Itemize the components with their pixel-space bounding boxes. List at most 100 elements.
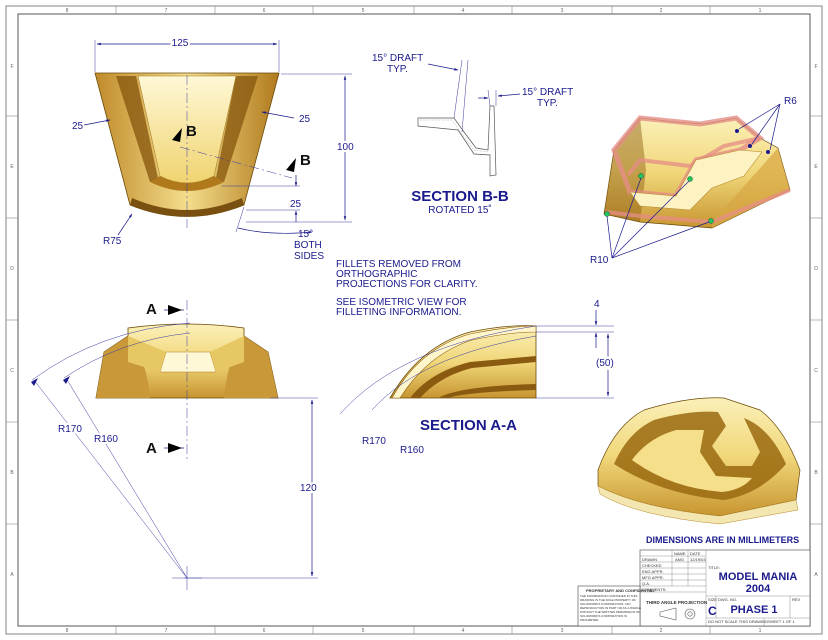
section-arrow-a-lower	[168, 443, 182, 453]
draft-left-line1: 15° DRAFT	[372, 53, 423, 64]
tb-dwg-no: PHASE 1	[730, 604, 777, 616]
dim-wall-left: 25	[72, 121, 84, 132]
section-bb-subtitle: ROTATED 15˚	[428, 204, 492, 216]
iso-top-point	[604, 211, 610, 217]
tb-prop-1: THE INFORMATION CONTAINED IN THIS	[580, 594, 637, 598]
top-view-lower-band	[130, 198, 244, 217]
title-block: DIMENSIONS ARE IN MILLIMETERS NAME DATE …	[577, 535, 811, 627]
tb-prop-5: WITHOUT THE WRITTEN PERMISSION OF	[580, 610, 640, 614]
tb-title-1: MODEL MANIA	[719, 571, 798, 583]
col-label-top: 6	[263, 8, 266, 14]
col-label-top: 5	[362, 8, 365, 14]
col-label-bottom: 4	[462, 628, 465, 634]
front-view-opening	[159, 351, 217, 373]
note-line5: FILLETING INFORMATION.	[336, 307, 461, 318]
tb-prop-6: SOLIDWORKS CORPORATION IS	[580, 614, 627, 618]
iso-top-point	[708, 218, 714, 224]
row-label-right: D	[814, 266, 818, 272]
note-line3: PROJECTIONS FOR CLARITY.	[336, 279, 478, 290]
iso-label-r6: R6	[784, 96, 797, 107]
tb-row-qa: Q.A.	[642, 581, 650, 586]
sheet-border: 8 7 6 5 4 3 2 1 8 7 6 5 4 3 2 1 F E D C …	[5, 5, 823, 635]
dim-r160-aa: R160	[400, 445, 424, 456]
iso-top-point	[735, 129, 739, 133]
section-label-b-lower: B	[300, 152, 311, 169]
projection-symbol	[687, 611, 693, 617]
col-label-bottom: 1	[759, 628, 762, 634]
dim-width: 125	[172, 38, 189, 49]
dim-r170-aa: R170	[362, 436, 386, 447]
tb-size-label: SIZE	[708, 597, 717, 602]
tb-title-2: 2004	[746, 583, 771, 595]
section-arrow-b-upper	[172, 128, 182, 142]
tb-sheet: SHEET 1 OF 1	[768, 619, 795, 624]
col-label-bottom: 5	[362, 628, 365, 634]
tb-prop-4: REPRODUCTION IN PART OR AS A WHOLE	[580, 606, 641, 610]
row-label-left: B	[10, 470, 14, 476]
section-label-a-lower: A	[146, 440, 157, 457]
projection-symbol	[659, 607, 677, 621]
row-label-left: E	[10, 164, 14, 170]
section-arrow-a-upper	[168, 305, 182, 315]
row-label-right: B	[814, 470, 818, 476]
dim-height-aa: (50)	[596, 358, 614, 369]
row-label-right: E	[814, 164, 818, 170]
top-view-inner-wall-right	[216, 76, 258, 182]
section-bb-profile	[417, 105, 497, 177]
dim-angle-note-1: BOTH	[294, 240, 322, 251]
tb-drawn-name: AMG	[675, 557, 684, 562]
row-label-left: C	[10, 368, 14, 374]
section-bb-title: SECTION B-B	[411, 188, 509, 205]
section-line-b	[179, 146, 293, 179]
tb-dwg-label: DWG. NO.	[718, 597, 737, 602]
dim-thickness: 4	[594, 299, 600, 310]
tb-projection: THIRD ANGLE PROJECTION	[646, 600, 707, 605]
tb-row-checked: CHECKED	[642, 563, 662, 568]
tb-col-date: DATE	[690, 551, 701, 556]
col-label-bottom: 3	[561, 628, 564, 634]
row-label-left: F	[10, 64, 13, 70]
tb-prop-3: SOLIDWORKS CORPORATION. ANY	[580, 602, 631, 606]
col-label-top: 4	[462, 8, 465, 14]
tb-drawn-date: 12/19/03	[690, 557, 706, 562]
tb-title-label: TITLE:	[708, 565, 720, 570]
iso-top-point	[748, 144, 752, 148]
tb-row-comments: COMMENTS:	[642, 587, 666, 592]
dim-angle: 15°	[298, 229, 313, 240]
dim-height: 100	[337, 142, 354, 153]
tb-row-mfg: MFG APPR.	[642, 575, 664, 580]
iso-top-point	[638, 173, 644, 179]
col-label-bottom: 6	[263, 628, 266, 634]
draft-left-line2: TYP.	[387, 64, 408, 75]
front-view: A A R170 R160 120	[31, 300, 319, 590]
iso-view-top: R6 R10	[590, 96, 797, 266]
dim-height-front: 120	[300, 483, 317, 494]
note-line4: SEE ISOMETRIC VIEW FOR	[336, 297, 467, 308]
col-label-top: 3	[561, 8, 564, 14]
tb-prop-2: DRAWING IS THE SOLE PROPERTY OF	[580, 598, 636, 602]
row-label-left: A	[10, 572, 14, 578]
iso-top-fillet-band-3	[605, 188, 791, 225]
dim-radius: R75	[103, 236, 122, 247]
iso-top-point	[766, 150, 770, 154]
section-aa-title: SECTION A-A	[420, 417, 517, 434]
tb-prop-7: PROHIBITED.	[580, 618, 599, 622]
section-aa-wall	[391, 325, 537, 399]
dim-wall-right: 25	[299, 114, 311, 125]
section-bb-view: 15° DRAFT TYP. 15° DRAFT TYP. SECTION B-…	[372, 53, 573, 216]
draft-right-line1: 15° DRAFT	[522, 87, 573, 98]
dim-r170-front: R170	[58, 424, 82, 435]
iso-top-point	[687, 176, 693, 182]
dim-r160-front: R160	[94, 434, 118, 445]
col-label-top: 7	[165, 8, 168, 14]
section-aa-view: 4 (50) R170 R160 SECTION A-A	[339, 299, 616, 456]
note-line1: FILLETS REMOVED FROM	[336, 259, 461, 270]
iso-label-r10: R10	[590, 255, 609, 266]
tb-rev-label: REV	[792, 597, 801, 602]
tb-col-name: NAME	[674, 551, 686, 556]
row-label-left: D	[10, 266, 14, 272]
note-line2: ORTHOGRAPHIC	[336, 269, 418, 280]
tb-prop-title: PROPRIETARY AND CONFIDENTIAL	[586, 588, 655, 593]
draft-right-line2: TYP.	[537, 98, 558, 109]
section-label-b-upper: B	[186, 123, 197, 140]
